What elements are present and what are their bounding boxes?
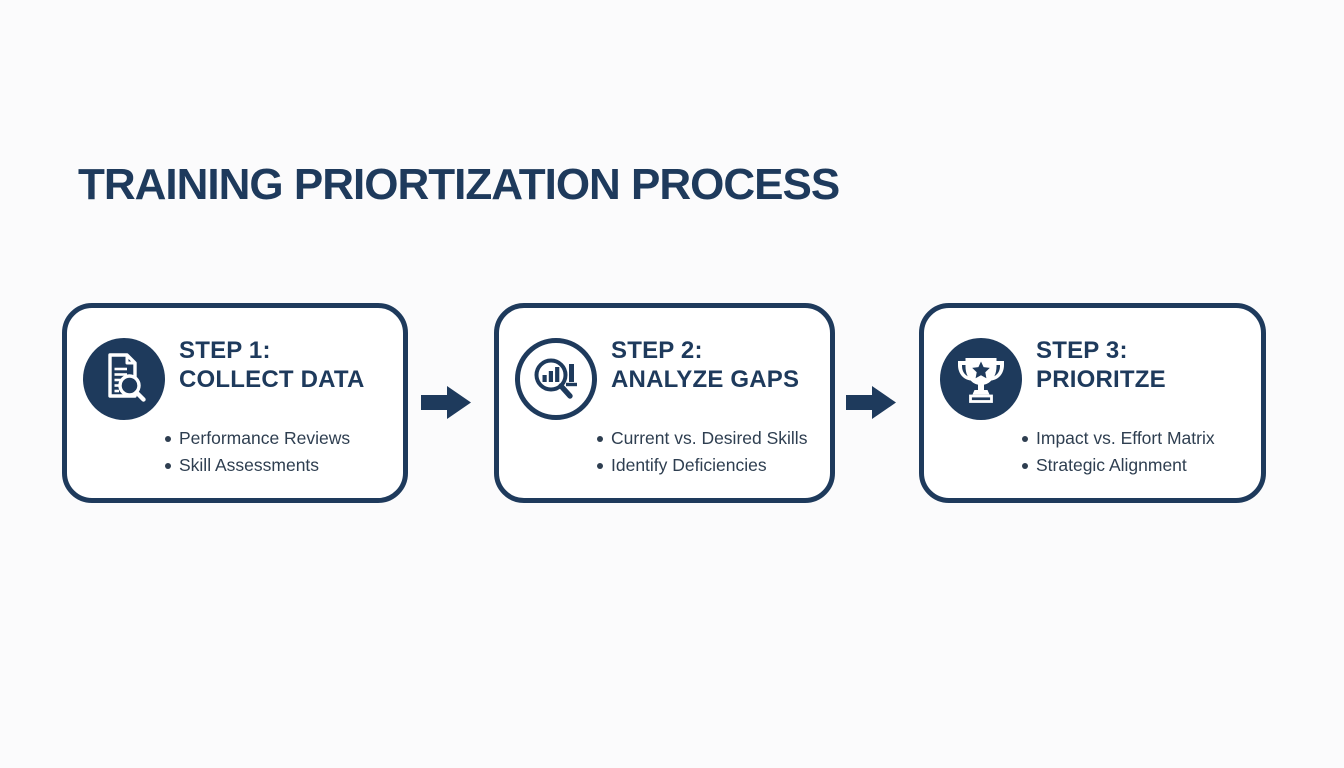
- bullet-item: Impact vs. Effort Matrix: [1022, 425, 1247, 452]
- step1-label: STEP 1:: [179, 337, 271, 364]
- step1-title: COLLECT DATA: [179, 366, 365, 393]
- step2-bullet-list: Current vs. Desired Skills Identify Defi…: [597, 425, 816, 479]
- step1-box: STEP 1: COLLECT DATA Performance Reviews…: [62, 303, 408, 503]
- page-title: TRAINING PRIORTIZATION PROCESS: [78, 160, 840, 209]
- step3-heading: STEP 3: PRIORITZE: [1036, 336, 1247, 394]
- step2-content: STEP 2: ANALYZE GAPS Current vs. Desired…: [597, 336, 816, 479]
- step2-box: STEP 2: ANALYZE GAPS Current vs. Desired…: [494, 303, 835, 503]
- step1-heading: STEP 1: COLLECT DATA: [179, 336, 389, 394]
- chart-magnifier-icon: [515, 338, 597, 420]
- bullet-item: Performance Reviews: [165, 425, 389, 452]
- arrow-right-icon: [846, 384, 897, 421]
- step3-content: STEP 3: PRIORITZE Impact vs. Effort Matr…: [1022, 336, 1247, 479]
- bullet-item: Current vs. Desired Skills: [597, 425, 816, 452]
- step3-box: STEP 3: PRIORITZE Impact vs. Effort Matr…: [919, 303, 1266, 503]
- bullet-item: Identify Deficiencies: [597, 452, 816, 479]
- step2-title: ANALYZE GAPS: [611, 366, 800, 393]
- bullet-item: Strategic Alignment: [1022, 452, 1247, 479]
- step3-title: PRIORITZE: [1036, 366, 1166, 393]
- step3-bullet-list: Impact vs. Effort Matrix Strategic Align…: [1022, 425, 1247, 479]
- step1-bullet-list: Performance Reviews Skill Assessments: [165, 425, 389, 479]
- step1-content: STEP 1: COLLECT DATA Performance Reviews…: [165, 336, 389, 479]
- trophy-icon: [940, 338, 1022, 420]
- bullet-item: Skill Assessments: [165, 452, 389, 479]
- step3-label: STEP 3:: [1036, 337, 1128, 364]
- step2-label: STEP 2:: [611, 337, 703, 364]
- step2-heading: STEP 2: ANALYZE GAPS: [611, 336, 816, 394]
- document-search-icon: [83, 338, 165, 420]
- arrow-right-icon: [421, 384, 472, 421]
